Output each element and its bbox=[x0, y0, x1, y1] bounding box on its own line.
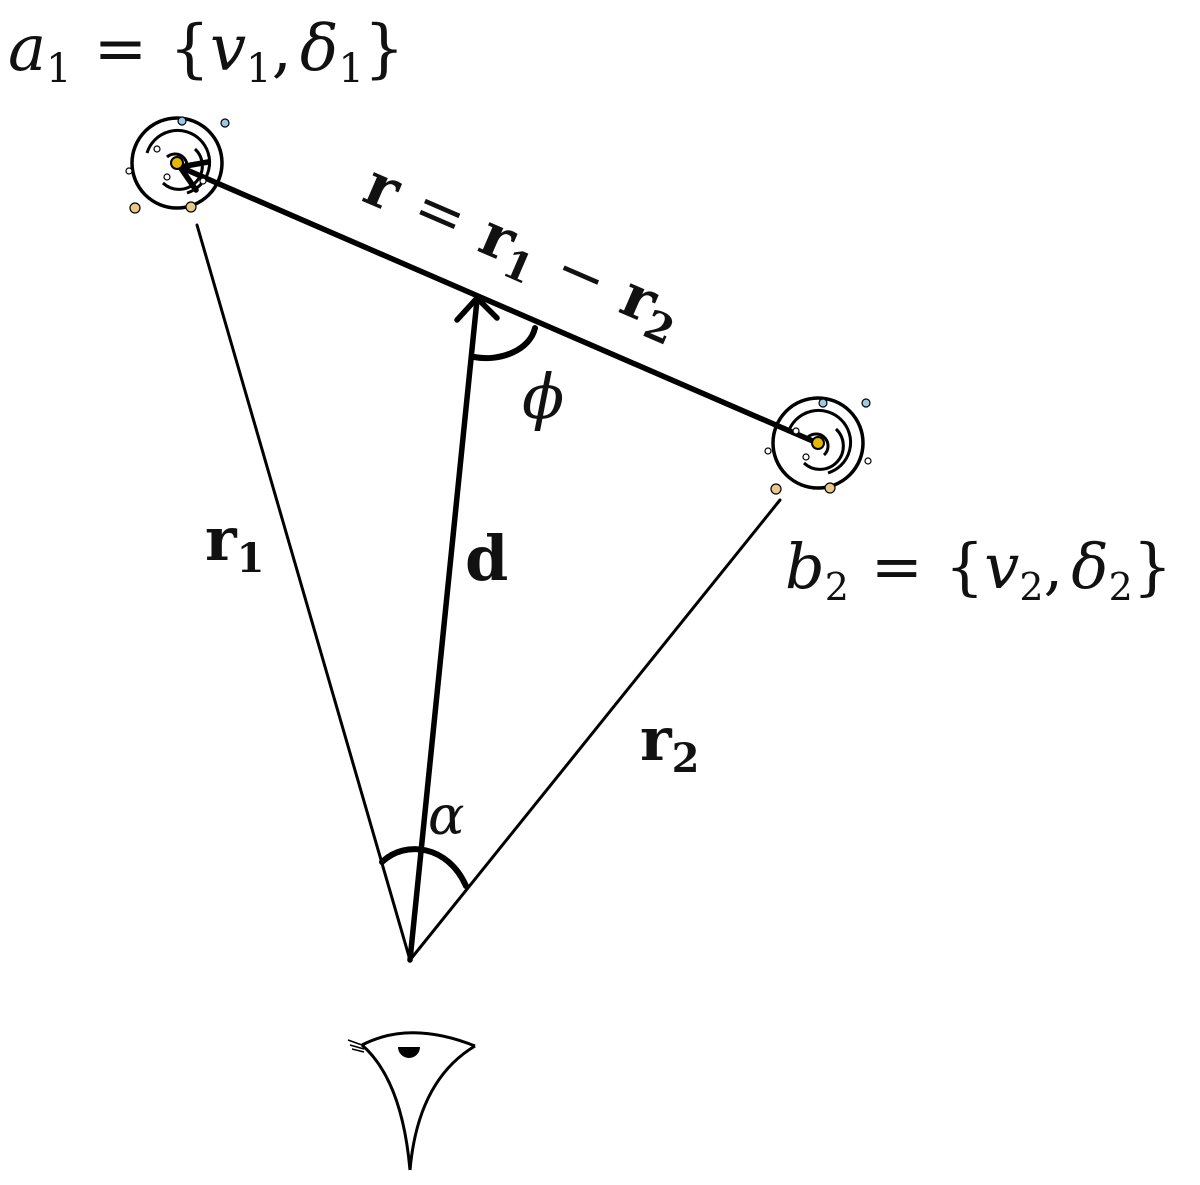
angle-phi-arc bbox=[471, 325, 538, 362]
line-r2 bbox=[408, 498, 782, 962]
eye-icon bbox=[347, 1031, 476, 1171]
label-alpha: α bbox=[428, 784, 464, 847]
angle-alpha-arc bbox=[379, 846, 469, 889]
label-r1: r1 bbox=[205, 505, 264, 582]
galaxy-icon bbox=[764, 396, 872, 495]
label-phi: ϕ bbox=[522, 360, 564, 433]
label-a1: a1={v1,δ1} bbox=[8, 12, 405, 92]
line-r bbox=[177, 164, 818, 445]
label-r2: r2 bbox=[640, 705, 699, 782]
label-d: d bbox=[465, 522, 508, 595]
label-b2: b2={v2,δ2} bbox=[785, 530, 1172, 609]
label-r-vector: r=r1−r2 bbox=[351, 150, 693, 355]
line-r1 bbox=[195, 223, 412, 962]
galaxy-icon bbox=[125, 116, 230, 214]
